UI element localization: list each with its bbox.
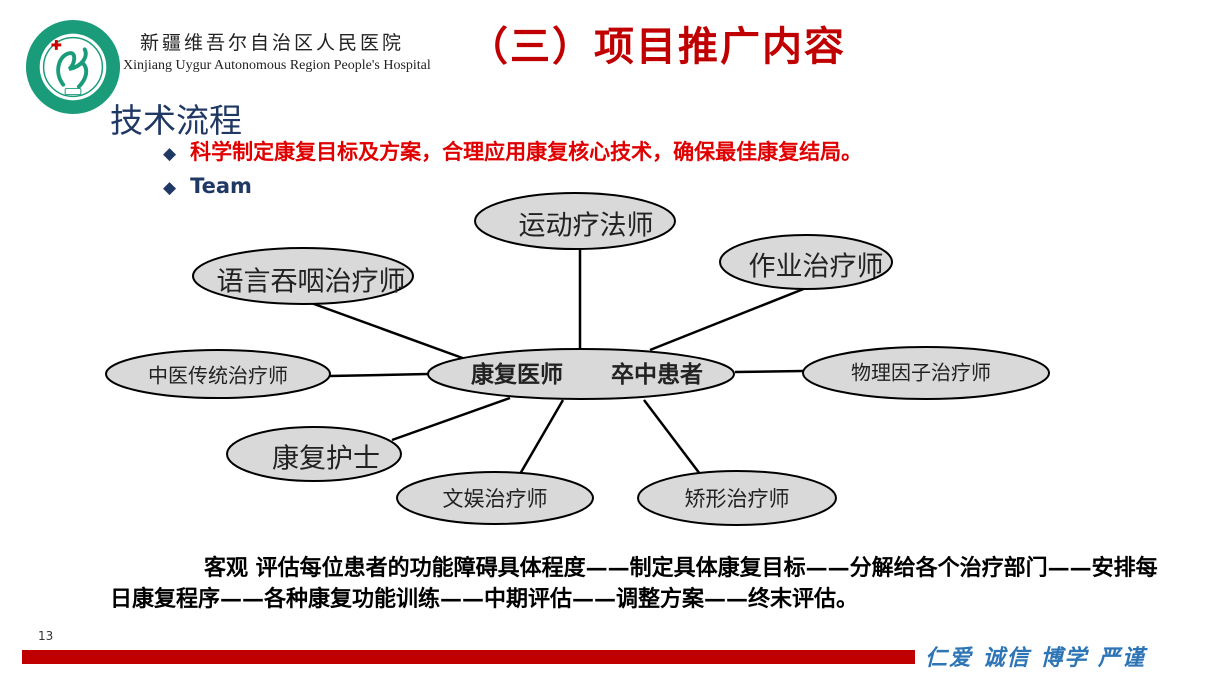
node-speech: 语言吞咽治疗师 <box>216 266 406 298</box>
node-ellipse-physical <box>802 346 1050 400</box>
node-ellipse-tcm <box>105 349 331 399</box>
footer-bar <box>22 650 915 664</box>
paragraph-text: 客观 评估每位患者的功能障碍具体程度——制定具体康复目标——分解给各个治疗部门—… <box>110 555 1158 612</box>
node-ellipse-nurse <box>226 426 402 482</box>
node-ellipse-recreation <box>396 471 594 525</box>
node-orthotic: 矫形治疗师 <box>684 487 790 511</box>
connector-line <box>518 399 565 475</box>
hospital-name-en: Xinjiang Uygur Autonomous Region People'… <box>123 58 431 73</box>
connector-line <box>649 286 807 352</box>
connector-line <box>734 369 804 374</box>
node-physical: 物理因子治疗师 <box>851 360 991 385</box>
slide-title: （三）项目推广内容 <box>468 24 846 70</box>
connector-line <box>643 399 701 475</box>
page-number: 13 <box>38 629 54 643</box>
node-ellipse-center <box>427 348 735 400</box>
diamond-bullet-icon: ◆ <box>163 144 177 164</box>
node-ellipse-pt <box>474 192 676 250</box>
hospital-logo <box>25 19 121 115</box>
footer-motto: 仁爱 诚信 博学 严谨 <box>925 646 1146 671</box>
diamond-bullet-icon: ◆ <box>163 178 177 198</box>
node-recreation: 文娱治疗师 <box>442 487 548 511</box>
bullet-text: Team <box>190 174 252 198</box>
node-tcm: 中医传统治疗师 <box>148 363 288 388</box>
section-title: 技术流程 <box>110 101 242 140</box>
bullet-item-team: ◆ Team <box>163 174 252 198</box>
bullet-text: 科学制定康复目标及方案，合理应用康复核心技术，确保最佳康复结局。 <box>190 140 863 164</box>
node-nurse: 康复护士 <box>272 443 380 475</box>
hospital-name-cn: 新疆维吾尔自治区人民医院 <box>140 32 405 54</box>
connector-line <box>391 396 511 442</box>
connector-line <box>302 298 469 362</box>
process-paragraph: 客观 评估每位患者的功能障碍具体程度——制定具体康复目标——分解给各个治疗部门—… <box>110 553 1162 615</box>
node-ellipse-orthotic <box>637 470 837 526</box>
node-ellipse-speech <box>192 247 414 305</box>
node-ot: 作业治疗师 <box>748 251 884 283</box>
node-ellipse-ot <box>719 234 893 290</box>
connector-line <box>329 372 429 378</box>
bullet-item-goal: ◆ 科学制定康复目标及方案，合理应用康复核心技术，确保最佳康复结局。 <box>163 136 862 166</box>
node-center: 康复医师 卒中患者 <box>470 362 704 388</box>
node-pt: 运动疗法师 <box>518 210 654 242</box>
